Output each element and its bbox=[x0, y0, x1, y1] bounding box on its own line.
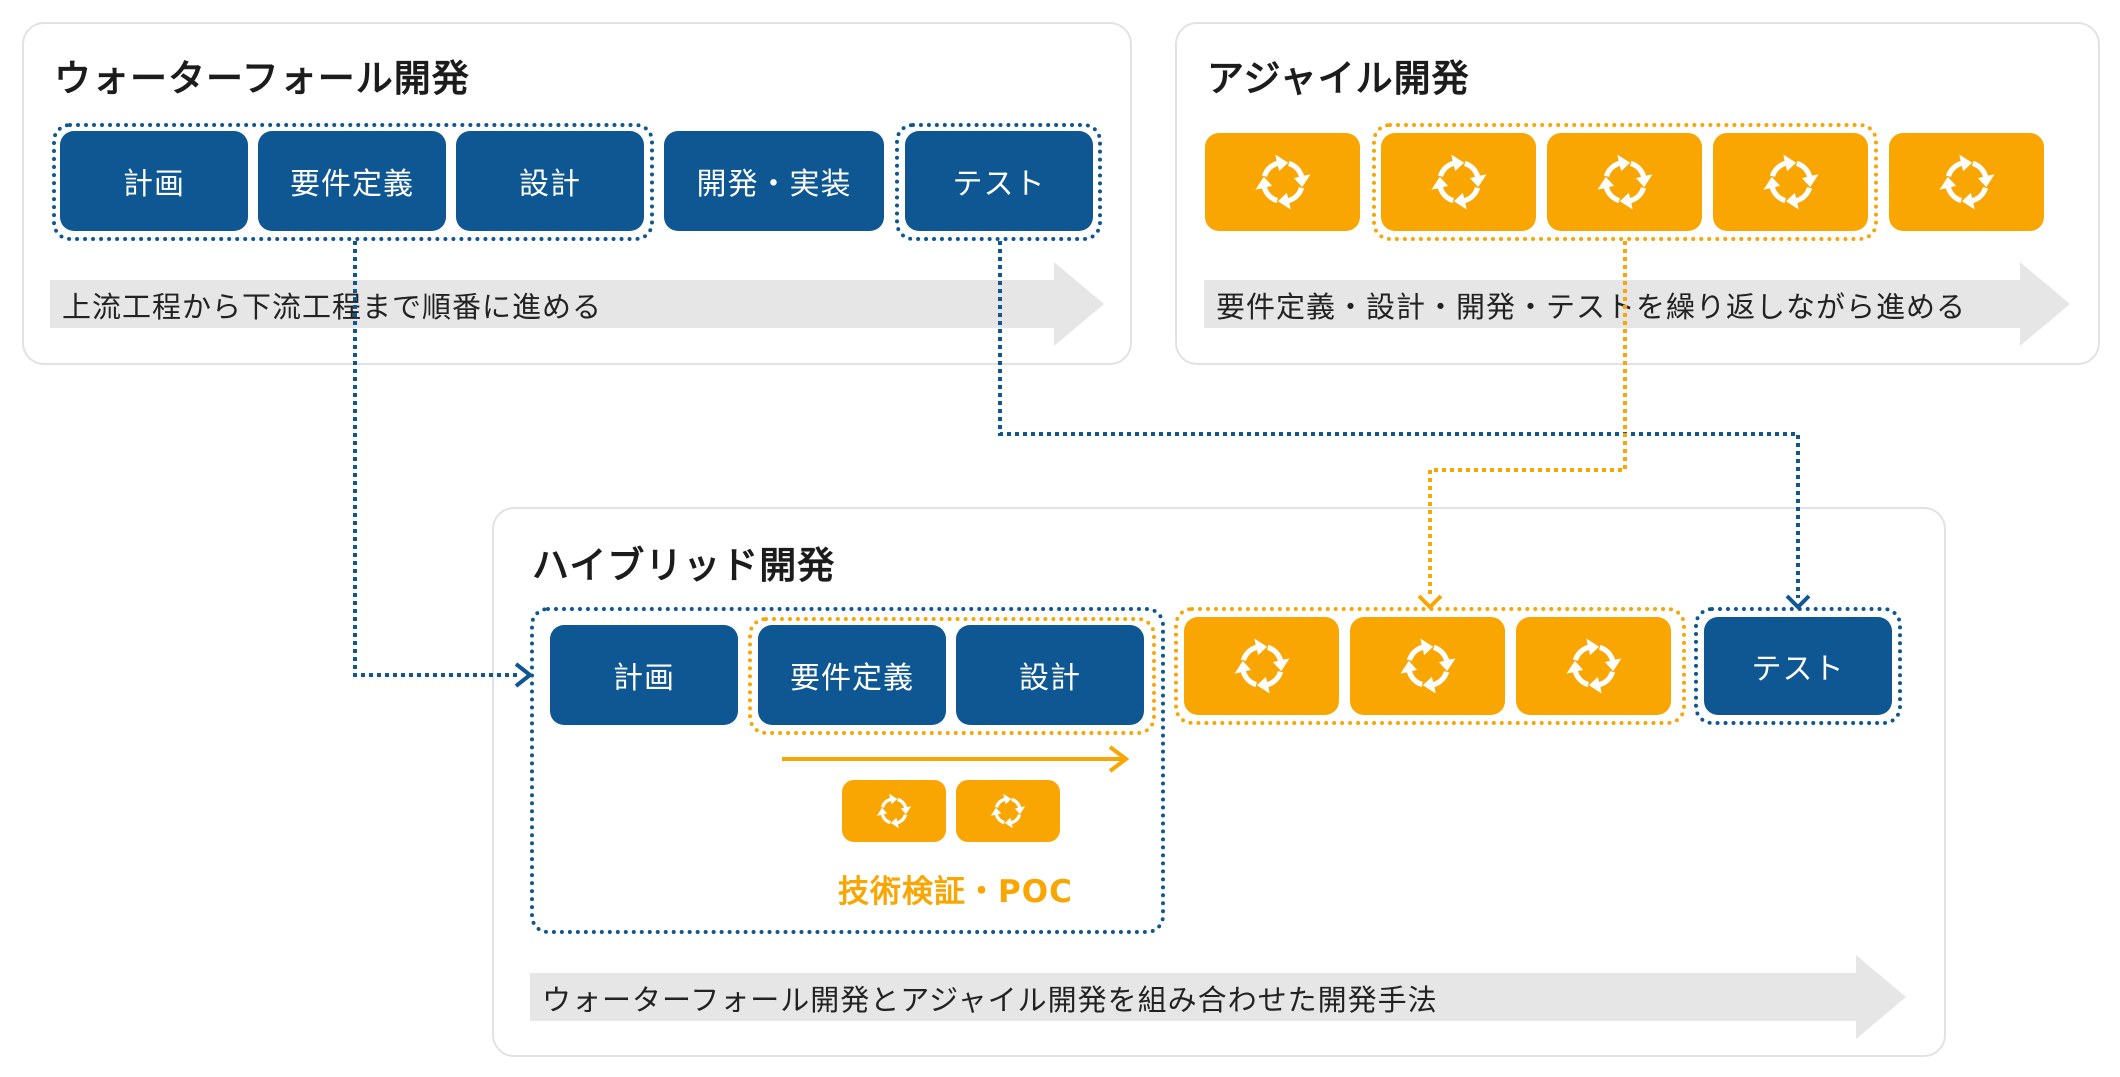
hybrid-sprint-3 bbox=[1516, 617, 1671, 715]
waterfall-test-group bbox=[895, 123, 1102, 241]
agile-sprint-5 bbox=[1889, 133, 2044, 231]
agile-sprint-1 bbox=[1205, 133, 1360, 231]
waterfall-step-requirements: 要件定義 bbox=[258, 131, 446, 231]
waterfall-step-test: テスト bbox=[905, 131, 1093, 231]
hybrid-title: ハイブリッド開発 bbox=[532, 544, 836, 587]
hybrid-sprint-1 bbox=[1184, 617, 1339, 715]
hybrid-step-test: テスト bbox=[1704, 617, 1892, 715]
connector-agile-to-hybrid-agile bbox=[1428, 241, 1627, 598]
waterfall-flow-arrow: 上流工程から下流工程まで順番に進める bbox=[50, 262, 1104, 346]
agile-title: アジャイル開発 bbox=[1207, 57, 1470, 100]
poc-iteration-1 bbox=[842, 780, 946, 842]
agile-flow-text: 要件定義・設計・開発・テストを繰り返しながら進める bbox=[1216, 290, 1967, 324]
poc-progress-arrow bbox=[782, 745, 1130, 773]
arrowhead-hybrid-plan bbox=[514, 662, 534, 688]
agile-sprint-4 bbox=[1713, 133, 1868, 231]
arrowhead-hybrid-agile bbox=[1417, 594, 1443, 610]
hybrid-step-design: 設計 bbox=[956, 625, 1144, 725]
hybrid-upper-group bbox=[530, 607, 1165, 934]
connector-waterfall-to-hybrid-plan bbox=[353, 241, 520, 677]
waterfall-step-plan: 計画 bbox=[60, 131, 248, 231]
waterfall-step-development: 開発・実装 bbox=[664, 131, 884, 231]
connector-waterfall-test-to-hybrid-test bbox=[998, 241, 1800, 598]
agile-sprint-2 bbox=[1381, 133, 1536, 231]
waterfall-flow-text: 上流工程から下流工程まで順番に進める bbox=[62, 290, 603, 324]
hybrid-step-plan: 計画 bbox=[550, 625, 738, 725]
hybrid-flow-text: ウォーターフォール開発とアジャイル開発を組み合わせた開発手法 bbox=[542, 983, 1438, 1017]
agile-iteration-group bbox=[1372, 123, 1878, 241]
hybrid-step-requirements: 要件定義 bbox=[758, 625, 946, 725]
agile-flow-arrow: 要件定義・設計・開発・テストを繰り返しながら進める bbox=[1204, 262, 2070, 346]
agile-sprint-3 bbox=[1547, 133, 1702, 231]
poc-iteration-2 bbox=[956, 780, 1060, 842]
hybrid-sprint-2 bbox=[1350, 617, 1505, 715]
hybrid-requirements-design-group bbox=[748, 617, 1156, 735]
waterfall-step-design: 設計 bbox=[456, 131, 644, 231]
hybrid-panel bbox=[492, 507, 1946, 1057]
hybrid-flow-arrow: ウォーターフォール開発とアジャイル開発を組み合わせた開発手法 bbox=[530, 955, 1906, 1039]
poc-label: 技術検証・POC bbox=[838, 874, 1073, 910]
waterfall-title: ウォーターフォール開発 bbox=[54, 57, 470, 100]
arrowhead-hybrid-test bbox=[1785, 594, 1811, 610]
waterfall-upper-group bbox=[52, 123, 654, 241]
